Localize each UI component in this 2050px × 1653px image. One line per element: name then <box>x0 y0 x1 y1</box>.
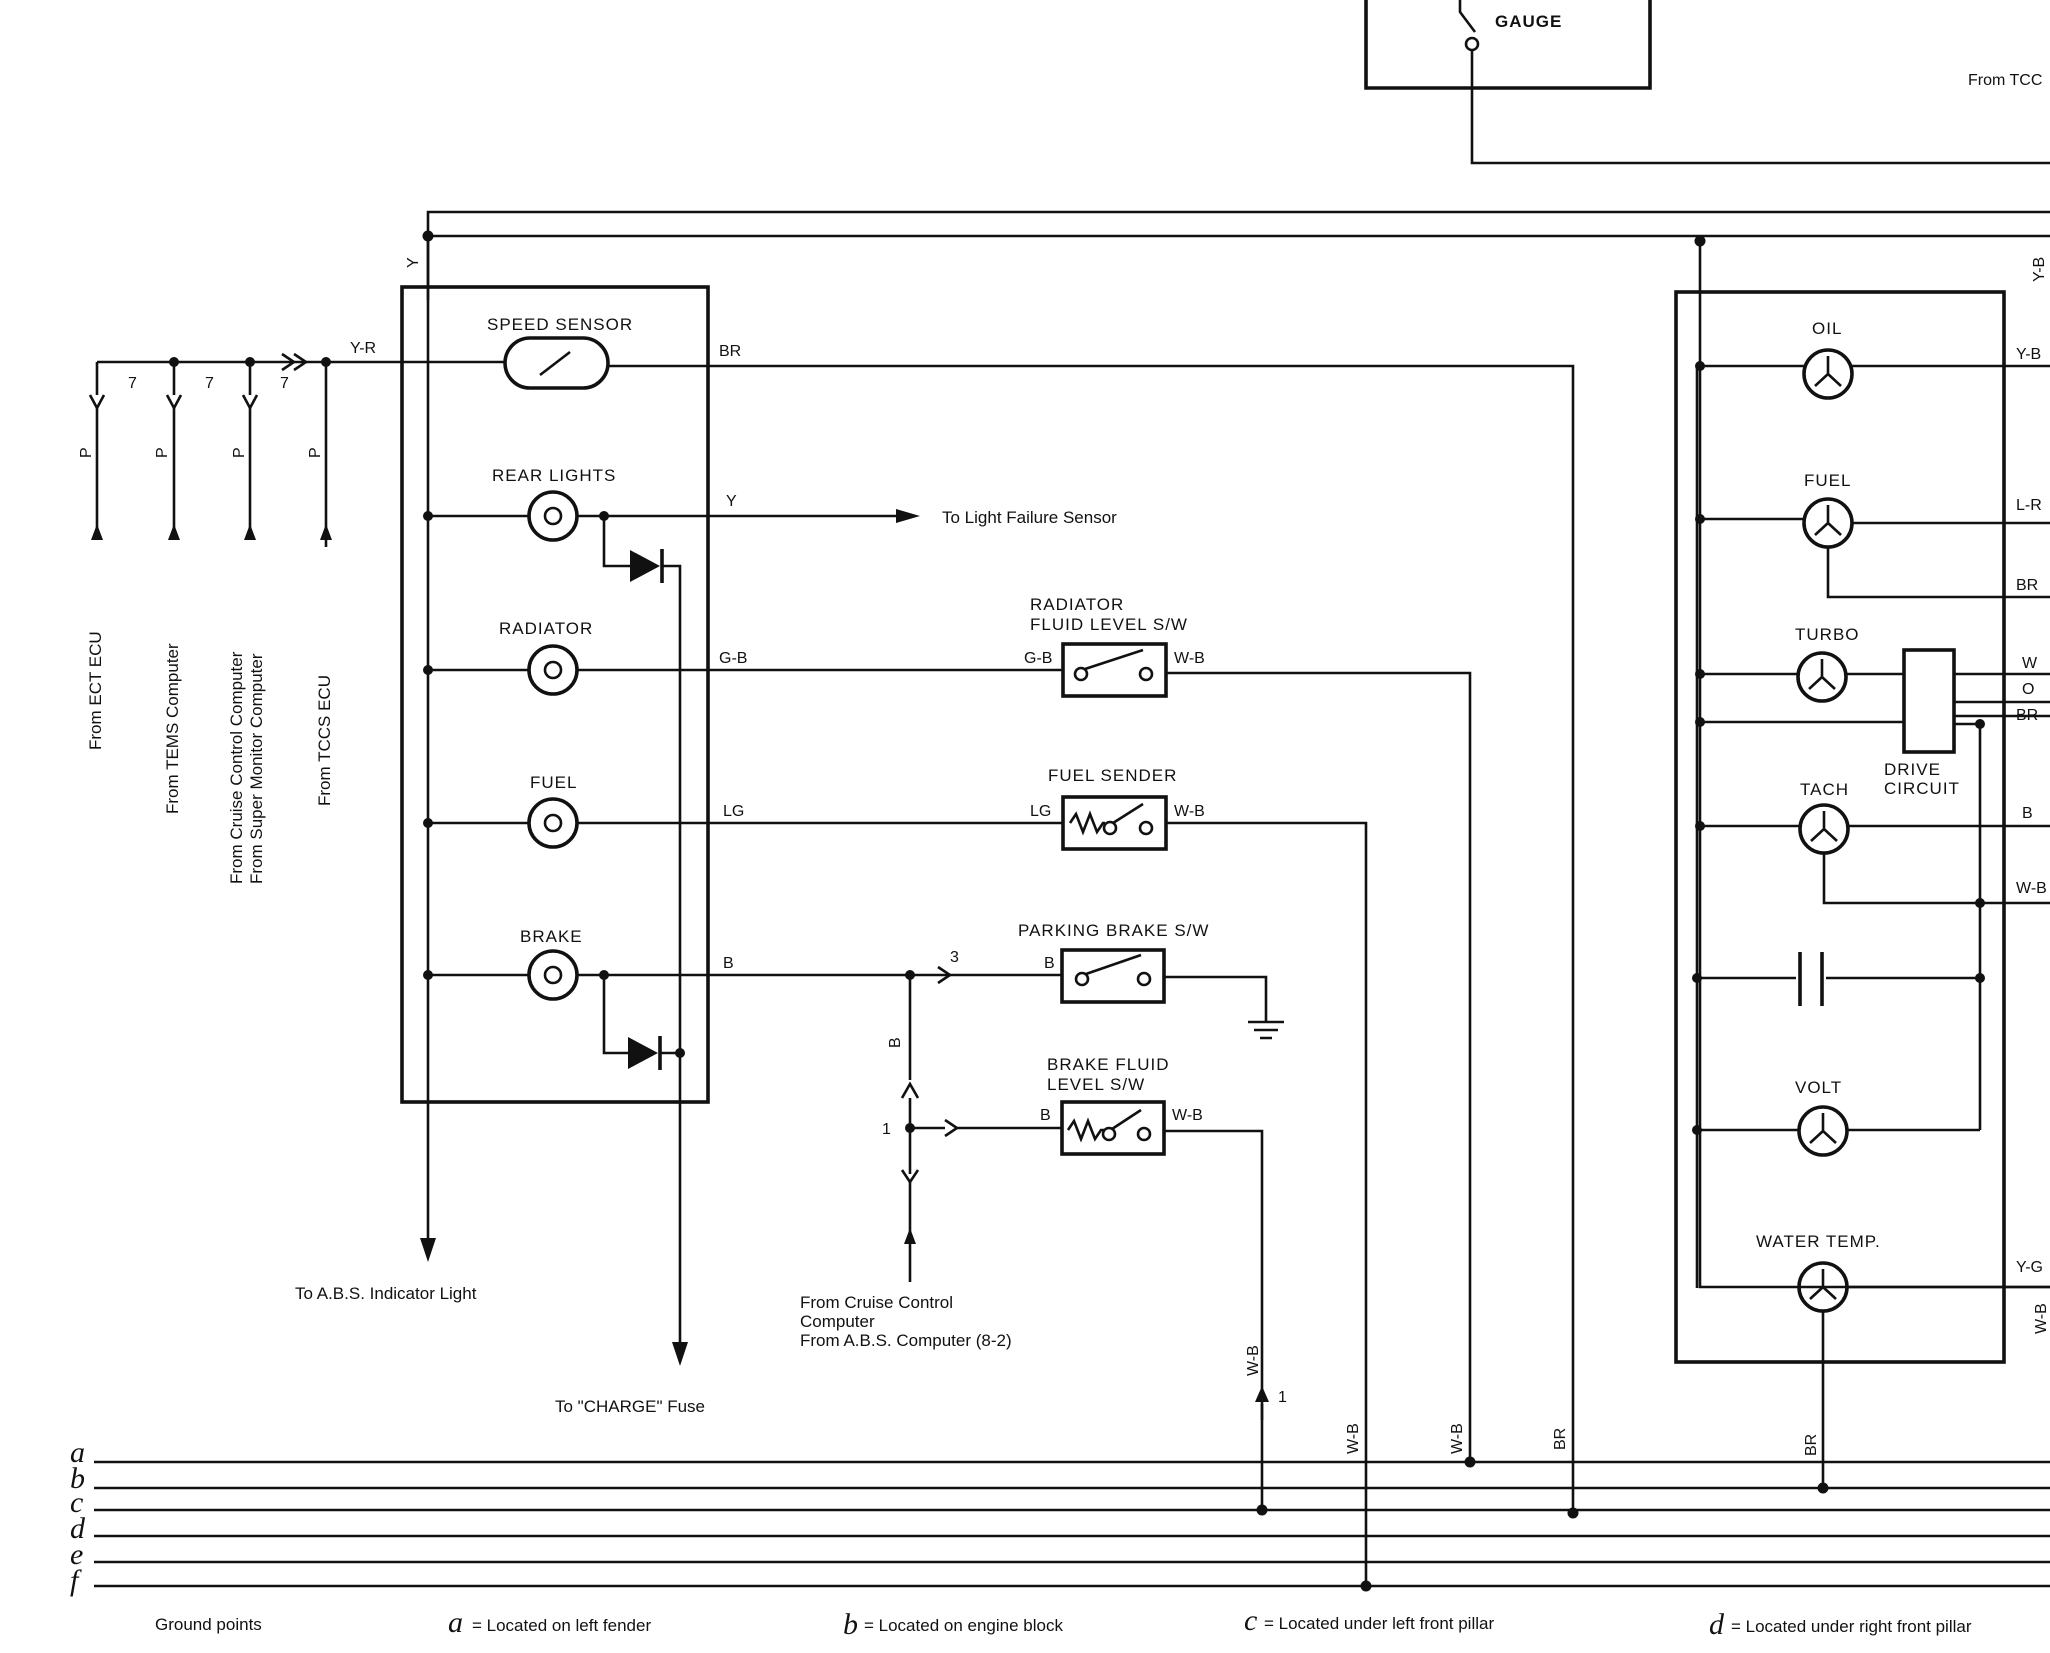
right-wire-br-2: BR <box>2016 707 2038 724</box>
left-inputs: 7 7 7 P P P P From ECT ECU From TEMS Com… <box>78 340 376 884</box>
conn-b-vert: B <box>887 1037 904 1048</box>
wire-y-top: Y <box>405 257 422 268</box>
legend-d-letter: d <box>1709 1608 1725 1641</box>
brake-fluid-title-2: LEVEL S/W <box>1047 1075 1145 1094</box>
volt-gauge-label: VOLT <box>1795 1078 1842 1097</box>
rear-lights-label: REAR LIGHTS <box>492 466 616 485</box>
parking-brake-title: PARKING BRAKE S/W <box>1018 921 1209 940</box>
ground-letter-e: e <box>70 1538 83 1571</box>
conn-7-c: 7 <box>280 375 289 392</box>
right-wire-br-1: BR <box>2016 577 2038 594</box>
wire-p-4: P <box>307 447 324 458</box>
left-indicator-panel: SPEED SENSOR BR REAR LIGHTS Y To Light F… <box>295 236 1575 1513</box>
ground-letter-d: d <box>70 1512 86 1545</box>
middle-switches: RADIATOR FLUID LEVEL S/W G-B W-B FUEL SE… <box>800 595 1472 1586</box>
wire-p-3: P <box>231 447 248 458</box>
legend-c-text: = Located under left front pillar <box>1264 1614 1494 1633</box>
right-wire-wb: W-B <box>2016 880 2047 897</box>
right-wire-wb-2: W-B <box>2033 1303 2050 1334</box>
fuel-sender-in: LG <box>1030 803 1051 820</box>
from-ect-ecu: From ECT ECU <box>86 631 105 750</box>
wire-p-2: P <box>154 447 171 458</box>
ground-bus: a b c d e f W-B W-B BR BR <box>70 1423 2050 1597</box>
from-tcc-label: From TCC <box>1968 72 2042 89</box>
ground-wire-wb-1: W-B <box>1345 1423 1362 1454</box>
top-gauge: GAUGE From TCC <box>1364 0 2050 165</box>
wire-y-r: Y-R <box>350 340 376 357</box>
legend-b-text: = Located on engine block <box>864 1616 1063 1635</box>
right-gauge-panel: OIL Y-B FUEL L-R BR TURBO W O BR DRIVE C… <box>1674 290 2050 1488</box>
parking-brake-in: B <box>1044 955 1055 972</box>
ground-letter-a: a <box>70 1436 85 1469</box>
from-tccs-ecu: From TCCS ECU <box>315 675 334 806</box>
ground-letter-b: b <box>70 1462 85 1495</box>
fuel-label: FUEL <box>530 773 577 792</box>
right-wire-yg: Y-G <box>2016 1259 2043 1276</box>
speed-sensor-label: SPEED SENSOR <box>487 315 633 334</box>
fuel-sender-out: W-B <box>1174 803 1205 820</box>
to-charge-fuse: To "CHARGE" Fuse <box>555 1397 705 1416</box>
wire-lg: LG <box>723 803 744 820</box>
radiator-label: RADIATOR <box>499 619 593 638</box>
right-wire-b: B <box>2022 805 2033 822</box>
fuel-gauge-label: FUEL <box>1804 471 1851 490</box>
legend-d-text: = Located under right front pillar <box>1731 1617 1972 1636</box>
oil-gauge-label: OIL <box>1812 319 1842 338</box>
right-wire-o: O <box>2022 681 2034 698</box>
wire-br-speed: BR <box>719 343 741 360</box>
from-tems-computer: From TEMS Computer <box>163 643 182 814</box>
ground-wire-br-1: BR <box>1552 1428 1569 1450</box>
right-wire-yb: Y-B <box>2016 346 2041 363</box>
conn-3: 3 <box>950 949 959 966</box>
conn-1-b: 1 <box>1278 1389 1287 1406</box>
radiator-switch-title-1: RADIATOR <box>1030 595 1124 614</box>
brake-fluid-title-1: BRAKE FLUID <box>1047 1055 1169 1074</box>
to-light-failure-sensor: To Light Failure Sensor <box>942 508 1117 527</box>
wire-p-1: P <box>78 447 95 458</box>
conn-7-a: 7 <box>128 375 137 392</box>
ground-wire-wb-2: W-B <box>1449 1423 1466 1454</box>
gauge-label: GAUGE <box>1495 12 1562 31</box>
right-wire-lr: L-R <box>2016 497 2042 514</box>
legend-a-letter: a <box>448 1606 463 1639</box>
water-temp-gauge-label: WATER TEMP. <box>1756 1232 1881 1251</box>
legend-a-text: = Located on left fender <box>472 1616 651 1635</box>
from-super-monitor-computer: From Super Monitor Computer <box>247 653 266 884</box>
wire-yb-top: Y-B <box>2031 257 2048 282</box>
from-cruise-control-computer: From Cruise Control Computer <box>227 651 246 884</box>
ground-wire-br-2: BR <box>1803 1434 1820 1456</box>
brake-fluid-in: B <box>1040 1107 1051 1124</box>
conn-wb-vert: W-B <box>1245 1345 1262 1376</box>
from-abs-computer-note: From A.B.S. Computer (8-2) <box>800 1331 1012 1350</box>
ground-letter-c: c <box>70 1486 83 1519</box>
to-abs-indicator-light: To A.B.S. Indicator Light <box>295 1284 477 1303</box>
drive-circuit-label-2: CIRCUIT <box>1884 779 1960 798</box>
legend-b-letter: b <box>843 1608 858 1641</box>
conn-1: 1 <box>882 1121 891 1138</box>
conn-7-b: 7 <box>205 375 214 392</box>
wire-y-rear: Y <box>726 493 737 510</box>
tach-gauge-label: TACH <box>1800 780 1849 799</box>
radiator-switch-title-2: FLUID LEVEL S/W <box>1030 615 1188 634</box>
radiator-switch-out: W-B <box>1174 650 1205 667</box>
wire-b: B <box>723 955 734 972</box>
legend-c-letter: c <box>1244 1604 1257 1637</box>
wire-g-b: G-B <box>719 650 747 667</box>
radiator-switch-in: G-B <box>1024 650 1052 667</box>
fuel-sender-title: FUEL SENDER <box>1048 766 1177 785</box>
drive-circuit-label-1: DRIVE <box>1884 760 1941 779</box>
from-cruise-control-note-1: From Cruise Control <box>800 1293 953 1312</box>
ground-legend: Ground points a = Located on left fender… <box>155 1604 1972 1641</box>
brake-fluid-out: W-B <box>1172 1107 1203 1124</box>
brake-label: BRAKE <box>520 927 583 946</box>
right-wire-w: W <box>2022 655 2038 672</box>
from-cruise-control-note-2: Computer <box>800 1312 875 1331</box>
turbo-gauge-label: TURBO <box>1795 625 1860 644</box>
legend-title: Ground points <box>155 1615 262 1634</box>
